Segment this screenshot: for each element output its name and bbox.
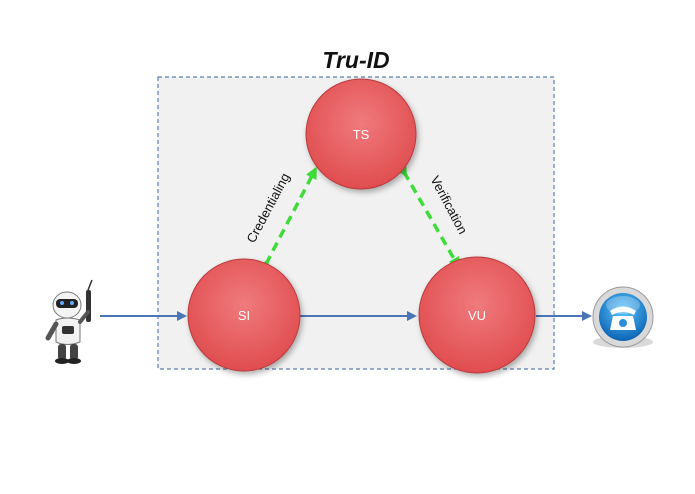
telephone-icon [592, 286, 654, 348]
diagram-title: Tru-ID [322, 47, 389, 73]
node-si: SI [187, 258, 301, 372]
node-vu: VU [418, 256, 536, 374]
verification-arrow [395, 163, 460, 270]
robot-caller-icon [45, 279, 93, 364]
credentialing-arrow [257, 166, 317, 273]
node-vu-label: VU [468, 308, 486, 323]
node-ts-label: TS [353, 127, 370, 142]
node-ts: TS [305, 78, 417, 190]
node-si-label: SI [238, 308, 250, 323]
